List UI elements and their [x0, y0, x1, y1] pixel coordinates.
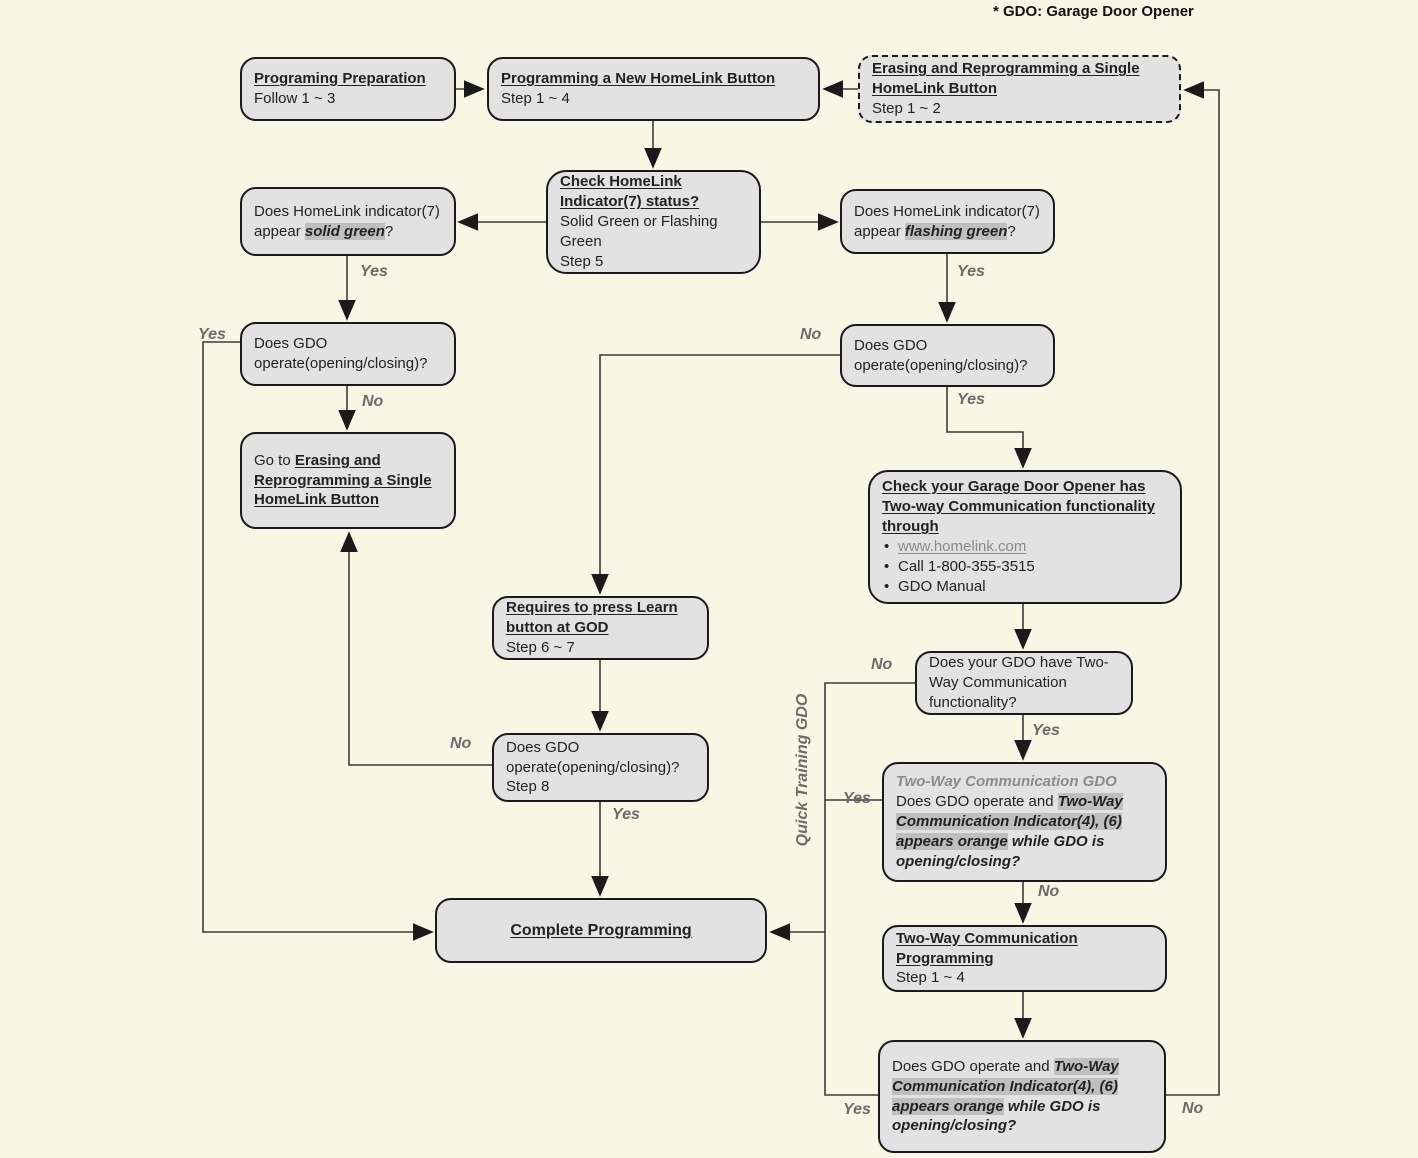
node-text: Does your GDO have Two-Way Communication…	[929, 654, 1109, 711]
arrow-gdoleft-yes-to-complete	[202, 341, 434, 941]
arrow-step8-no-to-gotoerase	[340, 531, 492, 766]
node-subtext: Step 1 ~ 4	[501, 90, 570, 107]
node-title: Requires to press Learn button at GOD	[506, 599, 678, 637]
label-yes-step8: Yes	[612, 806, 640, 823]
node-link-title: Erasing and Reprogramming a Single HomeL…	[254, 451, 432, 509]
bullet-item: GDO Manual	[882, 577, 1168, 597]
quick-training-gdo-label: Quick Training GDO	[794, 693, 811, 847]
arrow-check2-no-to-erase	[1166, 81, 1220, 1096]
node-text: Does GDO operate(opening/closing)?	[854, 336, 1028, 374]
label-no-step8: No	[450, 735, 472, 752]
label-yes-havetwoway: Yes	[1032, 722, 1060, 739]
node-subtext: Follow 1 ~ 3	[254, 90, 336, 107]
label-yes-solid: Yes	[360, 263, 388, 280]
node-text: Go to	[254, 451, 295, 469]
label-no-twowaygdo: No	[1038, 883, 1060, 900]
label-no-havetwoway: No	[871, 656, 893, 673]
label-yes-gdoleft: Yes	[198, 326, 226, 343]
node-gdo-operate-step8: Does GDO operate(opening/closing)? Step …	[492, 733, 709, 802]
node-text: Does GDO operate and	[896, 793, 1058, 811]
node-title: Programming a New HomeLink Button	[501, 70, 776, 88]
node-title: Two-Way Communication Programming	[896, 929, 1078, 967]
node-twoway-programming: Two-Way Communication Programming Step 1…	[882, 925, 1167, 992]
node-subtext: Solid Green or Flashing Green	[560, 213, 718, 250]
highlighted-text: flashing green	[904, 222, 1008, 240]
label-no-gdoright: No	[800, 326, 822, 343]
node-twoway-check2-question: Does GDO operate and Two-Way Communicati…	[878, 1040, 1166, 1153]
node-text: ?	[1007, 222, 1016, 240]
homelink-url: www.homelink.com	[898, 538, 1027, 555]
node-goto-erasing: Go to Erasing and Reprogramming a Single…	[240, 432, 456, 529]
node-title: Check your Garage Door Opener has Two-wa…	[882, 478, 1156, 536]
node-have-twoway-question: Does your GDO have Two-Way Communication…	[915, 651, 1133, 715]
node-check-gdo-twoway: Check your Garage Door Opener has Two-wa…	[868, 470, 1182, 604]
node-text: ?	[384, 222, 394, 240]
node-text: Does HomeLink indicator(7) appear	[854, 202, 1040, 240]
label-yes-gdoright: Yes	[957, 391, 985, 408]
node-text: Does GDO operate(opening/closing)?	[254, 335, 428, 372]
gdo-footnote: * GDO: Garage Door Opener	[993, 3, 1194, 20]
node-gdo-operate-left: Does GDO operate(opening/closing)?	[240, 322, 456, 386]
node-subtext: Step 1 ~ 4	[896, 969, 965, 987]
node-title: Erasing and Reprogramming a Single HomeL…	[872, 60, 1140, 98]
node-subtext: Step 6 ~ 7	[506, 638, 575, 656]
bullet-item: Call 1-800-355-3515	[882, 557, 1168, 577]
label-yes-flashing: Yes	[957, 263, 985, 280]
node-programing-preparation: Programing Preparation Follow 1 ~ 3	[240, 57, 456, 121]
arrow-gdoright-yes-to-checkgdo	[946, 387, 1032, 469]
node-programming-new-homelink-button: Programming a New HomeLink Button Step 1…	[487, 57, 820, 121]
node-text: Does GDO operate(opening/closing)?	[506, 738, 680, 776]
node-solid-green-question: Does HomeLink indicator(7) appear solid …	[240, 187, 456, 256]
node-erasing-reprogramming-single-button: Erasing and Reprogramming a Single HomeL…	[858, 55, 1181, 123]
trunk-left-of-right-branch	[824, 682, 915, 1096]
node-press-learn: Requires to press Learn button at GOD St…	[492, 596, 709, 660]
arrow-gdoright-no-to-learn	[591, 354, 840, 595]
node-emphasis-text: while GDO is opening/closing?	[896, 832, 1105, 870]
highlighted-text: solid green	[304, 222, 385, 240]
node-twoway-gdo-question: Two-Way Communication GDO Does GDO opera…	[882, 762, 1167, 882]
node-check-homelink-indicator: Check HomeLink Indicator(7) status? Soli…	[546, 170, 761, 274]
node-gdo-operate-right: Does GDO operate(opening/closing)?	[840, 324, 1055, 387]
label-yes-twowaygdo: Yes	[843, 790, 871, 807]
node-subtext: Step 5	[560, 252, 604, 270]
node-subtext: Step 1 ~ 2	[872, 99, 941, 117]
node-text: Does GDO operate and	[892, 1057, 1054, 1075]
label-no-gdoleft: No	[362, 393, 384, 410]
node-flashing-green-question: Does HomeLink indicator(7) appear flashi…	[840, 189, 1055, 254]
node-muted-title: Two-Way Communication GDO	[896, 773, 1117, 791]
node-title: Complete Programming	[510, 921, 692, 939]
node-subtext: Step 8	[506, 778, 550, 796]
node-title: Programing Preparation	[254, 70, 426, 88]
label-yes-check2: Yes	[843, 1101, 871, 1118]
node-text: Does HomeLink indicator(7) appear	[254, 202, 440, 240]
node-complete-programming: Complete Programming	[435, 898, 767, 963]
node-title: Check HomeLink Indicator(7) status?	[560, 173, 700, 211]
node-emphasis-text: while GDO is opening/closing?	[892, 1097, 1101, 1135]
label-no-check2: No	[1182, 1100, 1204, 1117]
